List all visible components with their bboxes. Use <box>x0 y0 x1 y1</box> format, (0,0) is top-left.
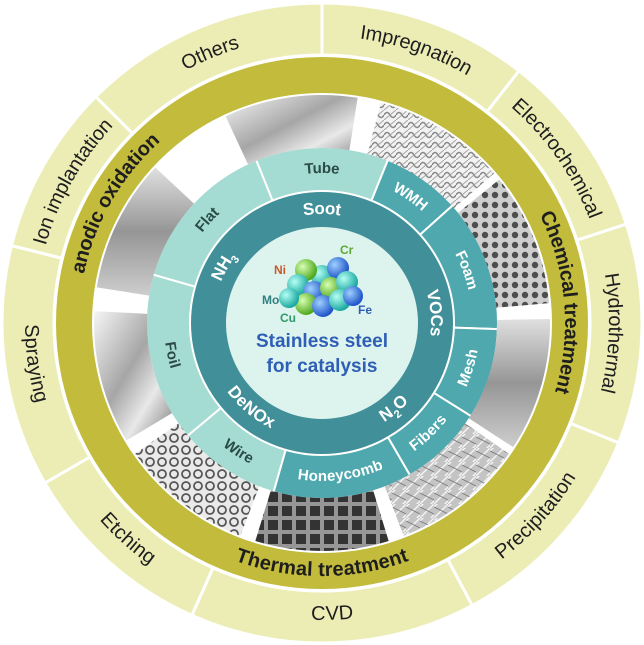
form-label-tube: Tube <box>304 160 340 178</box>
element-cu: Cu <box>280 311 296 325</box>
outer-segment-ion-implantation <box>9 94 135 260</box>
soot-label: Soot <box>302 199 343 220</box>
tube-photo <box>225 95 358 165</box>
element-cr: Cr <box>340 243 354 257</box>
flat-photo <box>96 167 195 296</box>
center-title-line1: Stainless steel <box>256 331 388 352</box>
outer-label-5: CVD <box>311 602 354 626</box>
honeycomb-photo <box>255 490 389 551</box>
wire-photo <box>135 423 260 536</box>
metal-atom-cluster-icon <box>279 257 363 317</box>
form-label-foil: Foil <box>161 340 183 370</box>
wmh-photo <box>367 102 495 209</box>
center-title-line2: for catalysis <box>267 356 378 377</box>
foil-photo <box>94 311 172 441</box>
fibers-photo <box>384 423 509 536</box>
element-fe: Fe <box>358 303 372 317</box>
foam-photo <box>458 179 550 308</box>
element-mo: Mo <box>262 293 279 307</box>
center-disc <box>226 227 418 419</box>
mesh-photo <box>468 319 550 448</box>
element-ni: Ni <box>274 263 286 277</box>
